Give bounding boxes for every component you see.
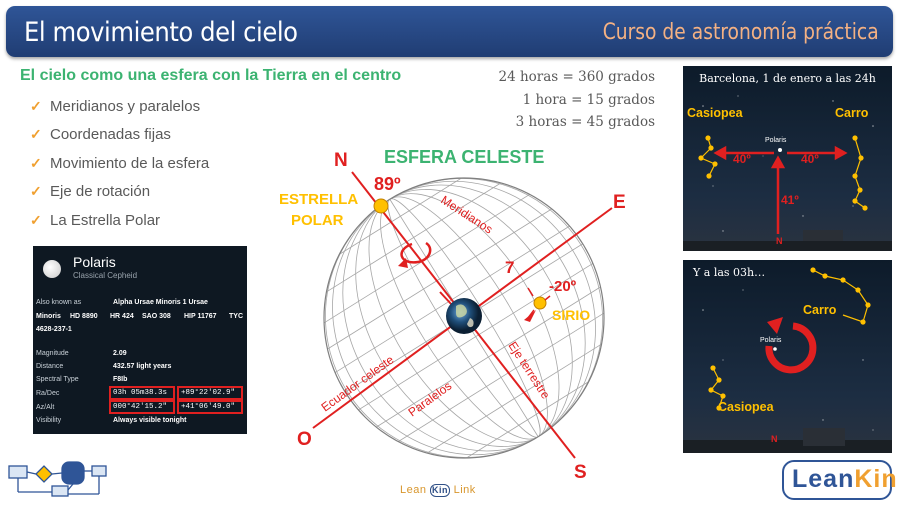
bullet-item: ✓ La Estrella Polar (30, 206, 209, 235)
sirius-star-icon (533, 296, 547, 310)
photo2-caption: Y a las 03h… (693, 266, 766, 279)
check-icon: ✓ (30, 97, 42, 114)
photo1-caption: Barcelona, 1 de enero a las 24h (699, 72, 876, 85)
distance-value: 432.57 light years (113, 363, 172, 370)
spectral-label: Spectral Type (36, 376, 79, 383)
leanlink-left-text: Lean (400, 484, 427, 496)
earth-icon (446, 298, 482, 334)
casiopea-label-2: Casiopea (718, 400, 774, 414)
leankin-logo: LeanKin (782, 460, 897, 500)
highlight-box-ra (109, 386, 175, 400)
angle-right: 40º (801, 152, 819, 166)
sphere-title: ESFERA CELESTE (384, 147, 544, 167)
polar-star-label-1: ESTRELLA (279, 191, 358, 208)
spectral-value: F8Ib (113, 376, 128, 383)
leanlink-right-text: Link (453, 484, 476, 496)
az-value: 000°42'15.2" (113, 403, 168, 411)
highlight-box-dec (177, 386, 243, 400)
sky-photo-midnight: Barcelona, 1 de enero a las 24h Casiopea… (683, 66, 892, 251)
bullet-item: ✓ Meridianos y paralelos (30, 92, 209, 121)
polar-angle-label: 89º (374, 174, 401, 194)
angle-left: 40º (733, 152, 751, 166)
equator-label: Ecuador celeste (319, 352, 397, 414)
aka-line-2a: Minoris (36, 313, 61, 320)
north-label: N (334, 150, 348, 171)
highlight-box-alt (177, 400, 243, 414)
flow-diagram-icon (8, 461, 107, 497)
aka-line-2f: TYC (229, 313, 243, 320)
rotation-circle-icon (765, 322, 817, 374)
bullet-text: Coordenadas fijas (50, 126, 171, 144)
azalt-label: Az/Alt (36, 404, 55, 411)
formula-line: 24 horas = 360 grados (498, 69, 655, 85)
distance-label: Distance (36, 363, 64, 370)
subtitle: El cielo como una esfera con la Tierra e… (20, 67, 402, 84)
carro-label-2: Carro (803, 303, 837, 317)
casiopea-label-1: Casiopea (687, 106, 743, 120)
check-icon: ✓ (30, 154, 42, 171)
magnitude-value: 2.09 (113, 350, 127, 357)
north-marker-2: N (771, 434, 778, 444)
aka-line-1: Alpha Ursae Minoris 1 Ursae (113, 299, 208, 306)
check-icon: ✓ (30, 211, 42, 228)
sirius-angle-label: -20º (549, 278, 577, 295)
number-seven: 7 (505, 258, 514, 277)
polaris-label-2: Polaris (760, 337, 782, 344)
sky-photo-3am: Y a las 03h… Carro Casiopea Polaris N (683, 260, 892, 453)
object-name: Polaris (73, 254, 116, 270)
carro-label-1: Carro (835, 106, 869, 120)
parallels-label: Paralelos (406, 379, 455, 420)
polar-star-label-2: POLAR (291, 212, 344, 229)
magnitude-label: Magnitude (36, 350, 69, 357)
sirius-label: SIRIO (552, 307, 590, 323)
check-icon: ✓ (30, 183, 42, 200)
title-bar: El movimiento del cielo Curso de astrono… (6, 6, 893, 57)
object-icon (43, 260, 61, 278)
aka-line-2b: HD 8890 (70, 313, 98, 320)
north-marker-1: N (776, 236, 783, 246)
aka-line-2e: HIP 11767 (184, 313, 217, 320)
west-label: O (297, 429, 312, 450)
formula-line: 3 horas = 45 grados (515, 114, 655, 130)
leankin-logo-a: Lean (792, 465, 855, 493)
object-type: Classical Cepheid (73, 271, 138, 280)
east-label: E (613, 192, 626, 213)
course-name: Curso de astronomía práctica (603, 20, 879, 45)
bullet-item: ✓ Movimiento de la esfera (30, 149, 209, 178)
leankin-logo-b: Kin (854, 465, 898, 493)
dec-value: +89°22'02.9" (181, 389, 236, 397)
bullet-list: ✓ Meridianos y paralelos ✓ Coordenadas fij… (30, 92, 209, 235)
slide-title: El movimiento del cielo (24, 17, 298, 48)
bullet-text: Meridianos y paralelos (50, 97, 201, 115)
bullet-item: ✓ Coordenadas fijas (30, 121, 209, 150)
south-label: S (574, 462, 587, 483)
rotation-arrow-icon (400, 241, 432, 264)
polaris-label-1: Polaris (765, 137, 787, 144)
visibility-value: Always visible tonight (113, 417, 187, 424)
leanlink-mid-text: Kin (430, 484, 451, 497)
formula-line: 1 hora = 15 grados (522, 91, 655, 108)
leankinlink-logo: Lean Kin Link (400, 484, 476, 497)
time-angle-formulas: 24 horas = 360 grados 1 hora = 15 grados… (470, 66, 655, 134)
bullet-item: ✓ Eje de rotación (30, 178, 209, 207)
aka-label: Also known as (36, 299, 82, 306)
bullet-text: Eje de rotación (50, 183, 151, 201)
aka-line-3: 4628-237-1 (36, 326, 72, 333)
bullet-text: Movimiento de la esfera (50, 154, 210, 172)
polar-star-icon (373, 198, 389, 214)
stellarium-info-panel: Polaris Classical Cepheid Also known as … (33, 246, 247, 434)
highlight-box-az (109, 400, 175, 414)
aka-line-2d: SAO 308 (142, 313, 171, 320)
ra-value: 03h 05m38.3s (113, 389, 168, 397)
aka-line-2c: HR 424 (110, 313, 134, 320)
alt-value: +41°06'49.0" (181, 403, 236, 411)
check-icon: ✓ (30, 126, 42, 143)
bullet-text: La Estrella Polar (50, 211, 161, 229)
visibility-label: Visibility (36, 417, 62, 424)
radec-label: Ra/Dec (36, 390, 60, 397)
angle-altitude: 41º (781, 193, 799, 207)
